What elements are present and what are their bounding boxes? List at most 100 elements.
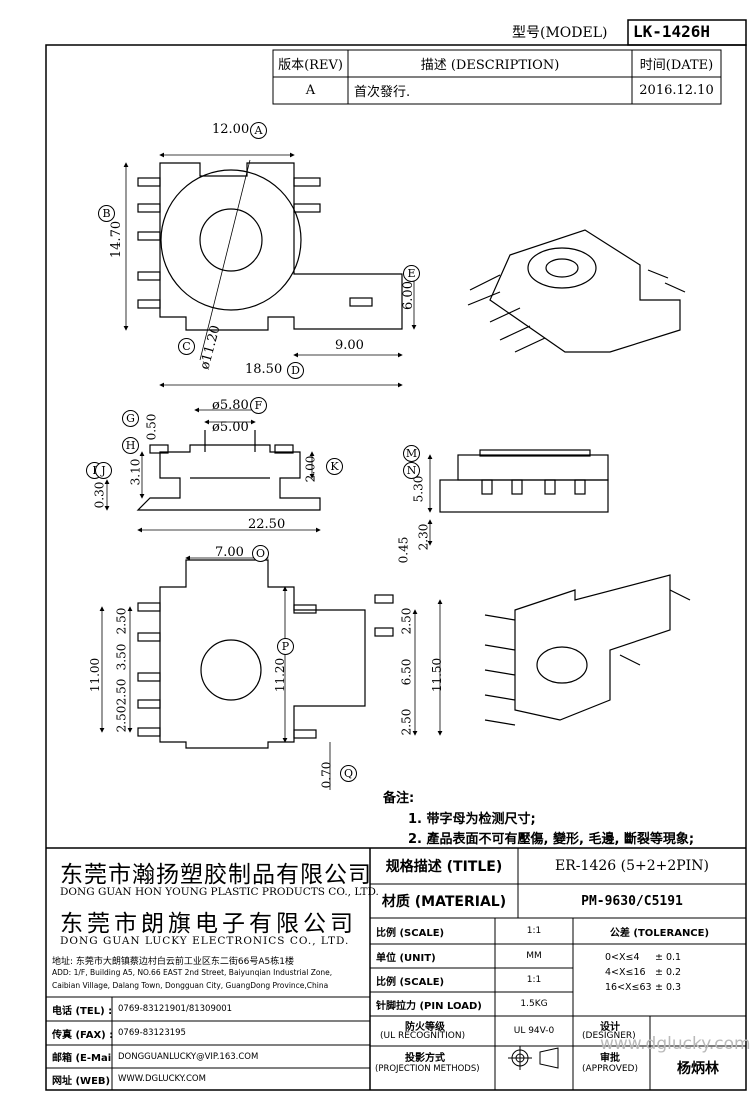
tolerance-value-3: ± 0.3 bbox=[655, 982, 682, 993]
fire-label-1: 防火等级 bbox=[405, 1022, 445, 1033]
dim-rtotal: 11.50 bbox=[430, 657, 445, 693]
rev-value: A bbox=[305, 83, 316, 98]
address-en-1: ADD: 1/F, Building A5, NO.66 EAST 2nd St… bbox=[52, 968, 333, 977]
tolerance-range-1: 0<X≤4 bbox=[605, 952, 640, 963]
dim-height: 14.70 bbox=[109, 220, 125, 259]
projection-symbol-icon bbox=[508, 1046, 559, 1070]
dim-length: 18.50 bbox=[245, 362, 283, 377]
dim-p2: 3.50 bbox=[114, 643, 129, 671]
company-name-cn-2: 东莞市朗旗电子有限公司 bbox=[60, 911, 357, 937]
marker-b: B bbox=[98, 205, 115, 222]
address-en-2: Caibian Village, Dalang Town, Dongguan C… bbox=[52, 981, 329, 990]
dim-t1: 0.50 bbox=[144, 413, 159, 441]
approved-label-2: (APPROVED) bbox=[582, 1064, 638, 1074]
designer-label-2: (DESIGNER) bbox=[582, 1031, 636, 1041]
company-name-en-2: DONG GUAN LUCKY ELECTRONICS CO., LTD. bbox=[60, 935, 350, 947]
drawing-frame bbox=[45, 44, 747, 1091]
fax-label: 传真 (FAX) : bbox=[52, 1029, 112, 1041]
side-view bbox=[427, 449, 609, 546]
tolerance-range-3: 16<X≤63 bbox=[605, 982, 652, 993]
marker-h: H bbox=[122, 437, 139, 454]
bottom-view bbox=[99, 555, 443, 790]
dim-h1: 3.10 bbox=[128, 458, 143, 486]
company-name-en-1: DONG GUAN HON YOUNG PLASTIC PRODUCTS CO.… bbox=[60, 886, 379, 898]
dim-h3: 2.00 bbox=[303, 455, 318, 483]
dim-p3: 2.50 bbox=[114, 678, 129, 706]
dim-total: 11.00 bbox=[88, 657, 103, 693]
marker-k: K bbox=[326, 458, 343, 475]
marker-n: N bbox=[403, 462, 420, 479]
dim-p4: 2.50 bbox=[114, 705, 129, 733]
scale-value: 1:1 bbox=[526, 926, 542, 936]
dim-side: 6.00 bbox=[400, 281, 416, 310]
top-view bbox=[123, 152, 417, 388]
title-value: ER-1426 (5+2+2PIN) bbox=[555, 858, 709, 874]
proj-label-1: 投影方式 bbox=[405, 1053, 445, 1064]
dim-h2: 0.30 bbox=[92, 481, 107, 509]
pin-load-value: 1.5KG bbox=[520, 999, 548, 1009]
dim-h4: 2.30 bbox=[416, 523, 431, 551]
note-1: 1. 带字母为检测尺寸; bbox=[408, 812, 536, 827]
approved-label-1: 审批 bbox=[600, 1053, 620, 1064]
front-view bbox=[104, 407, 321, 533]
material-label: 材质 (MATERIAL) bbox=[381, 894, 507, 910]
email-label: 邮箱 (E-Mail): bbox=[52, 1053, 112, 1064]
description-value: 首次發行. bbox=[354, 85, 411, 100]
web-value: WWW.DGLUCKY.COM bbox=[118, 1074, 206, 1084]
marker-d: D bbox=[287, 362, 304, 379]
isometric-view-2 bbox=[484, 574, 691, 726]
tel-label: 电话 (TEL) : bbox=[52, 1005, 112, 1017]
marker-j: J bbox=[95, 462, 112, 479]
fire-label-2: (UL RECOGNITION) bbox=[380, 1031, 466, 1041]
email-value: DONGGUANLUCKY@VIP.163.COM bbox=[118, 1051, 259, 1062]
proj-label-2: (PROJECTION METHODS) bbox=[375, 1064, 480, 1074]
tolerance-value-1: ± 0.1 bbox=[655, 952, 682, 963]
unit-label: 单位 (UNIT) bbox=[376, 952, 436, 964]
dim-p1: 2.50 bbox=[114, 607, 129, 635]
marker-f: F bbox=[250, 397, 267, 414]
dim-d1: ø5.80 bbox=[212, 398, 249, 413]
dim-r3: 2.50 bbox=[399, 708, 414, 736]
dim-r2: 6.50 bbox=[399, 658, 414, 686]
rev-header: 版本(REV) bbox=[278, 58, 343, 73]
tel-value: 0769-83121901/81309001 bbox=[118, 1004, 233, 1014]
dim-q: 0.70 bbox=[319, 761, 334, 789]
tolerance-header: 公差 (TOLERANCE) bbox=[609, 927, 710, 939]
web-label: 网址 (WEB) : bbox=[52, 1075, 112, 1087]
notes-title: 备注: bbox=[383, 791, 415, 806]
table-grid bbox=[46, 19, 747, 1090]
unit-value: MM bbox=[526, 951, 542, 961]
isometric-view-1 bbox=[467, 229, 686, 353]
marker-g: G bbox=[122, 410, 139, 427]
tolerance-range-2: 4<X≤16 bbox=[605, 967, 646, 978]
scale-value-2: 1:1 bbox=[526, 975, 542, 985]
dim-front-length: 22.50 bbox=[248, 517, 286, 532]
description-header: 描述 (DESCRIPTION) bbox=[420, 58, 560, 73]
note-2: 2. 產品表面不可有壓傷, 變形, 毛邊, 斷裂等現象; bbox=[408, 832, 695, 847]
marker-m: M bbox=[403, 445, 420, 462]
approved-value: 杨炳林 bbox=[677, 1061, 719, 1077]
pin-load-label: 针脚拉力 (PIN LOAD) bbox=[376, 1000, 482, 1012]
dim-d2: ø5.00 bbox=[212, 420, 249, 435]
scale-label: 比例 (SCALE) bbox=[376, 927, 445, 939]
dim-r1: 2.50 bbox=[399, 607, 414, 635]
marker-a: A bbox=[250, 122, 267, 139]
title-label: 规格描述 (TITLE) bbox=[385, 859, 503, 875]
designer-label-1: 设计 bbox=[600, 1022, 620, 1033]
address-cn: 地址: 东莞市大朗镇蔡边村白云前工业区东二街66号A5栋1楼 bbox=[52, 957, 294, 967]
date-header: 时间(DATE) bbox=[639, 58, 714, 73]
fax-value: 0769-83123195 bbox=[118, 1028, 186, 1038]
date-value: 2016.12.10 bbox=[639, 83, 714, 98]
marker-o: O bbox=[252, 545, 269, 562]
dim-t2: 0.45 bbox=[396, 536, 411, 564]
dim-ext: 9.00 bbox=[335, 338, 364, 353]
marker-c: C bbox=[178, 338, 195, 355]
company-name-cn-1: 东莞市瀚扬塑胶制品有限公司 bbox=[60, 862, 372, 888]
dim-bottom-height: 11.20 bbox=[273, 657, 288, 693]
marker-q: Q bbox=[340, 765, 357, 782]
dim-h5: 5.30 bbox=[411, 475, 426, 503]
model-label: 型号(MODEL) bbox=[512, 25, 608, 41]
watermark: www.dglucky.com bbox=[600, 1034, 750, 1054]
marker-e: E bbox=[403, 265, 420, 282]
